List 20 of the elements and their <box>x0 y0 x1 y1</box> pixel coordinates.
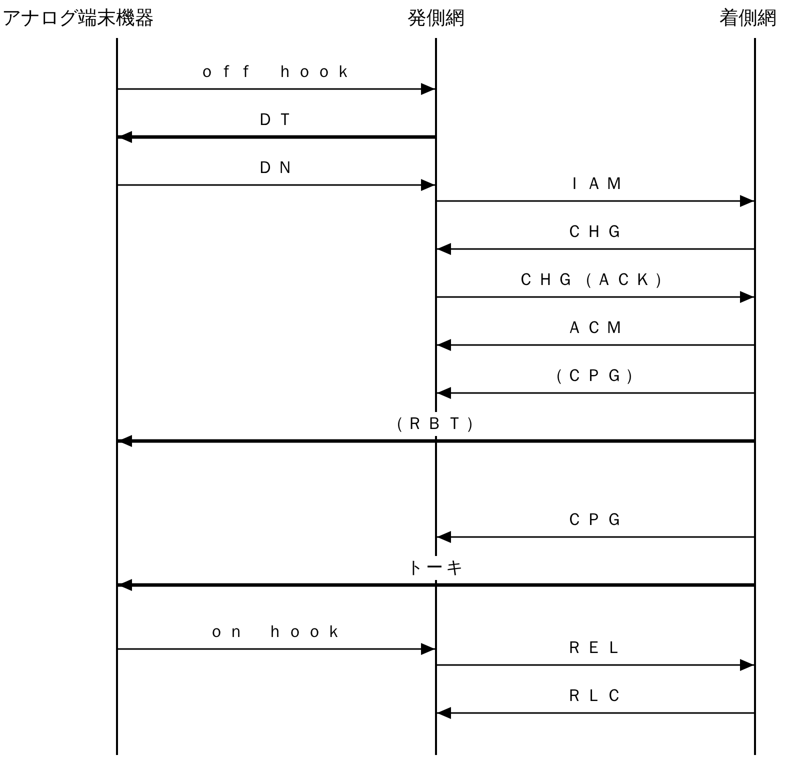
arrow <box>118 643 435 655</box>
arrow <box>118 435 754 447</box>
arrow <box>437 339 754 351</box>
lifeline <box>435 38 437 755</box>
arrow <box>437 659 754 671</box>
participant-label: 発側網 <box>408 6 464 30</box>
arrow <box>118 131 435 143</box>
arrow <box>437 387 754 399</box>
arrow <box>118 179 435 191</box>
arrow <box>437 291 754 303</box>
arrow <box>437 195 754 207</box>
participant-label: アナログ端末機器 <box>2 6 154 30</box>
lifeline <box>116 38 118 755</box>
arrow <box>118 83 435 95</box>
lifeline <box>754 38 756 755</box>
arrow <box>437 707 754 719</box>
participant-label: 着側網 <box>720 6 776 30</box>
arrow <box>118 579 754 591</box>
arrow <box>437 531 754 543</box>
arrow <box>437 243 754 255</box>
